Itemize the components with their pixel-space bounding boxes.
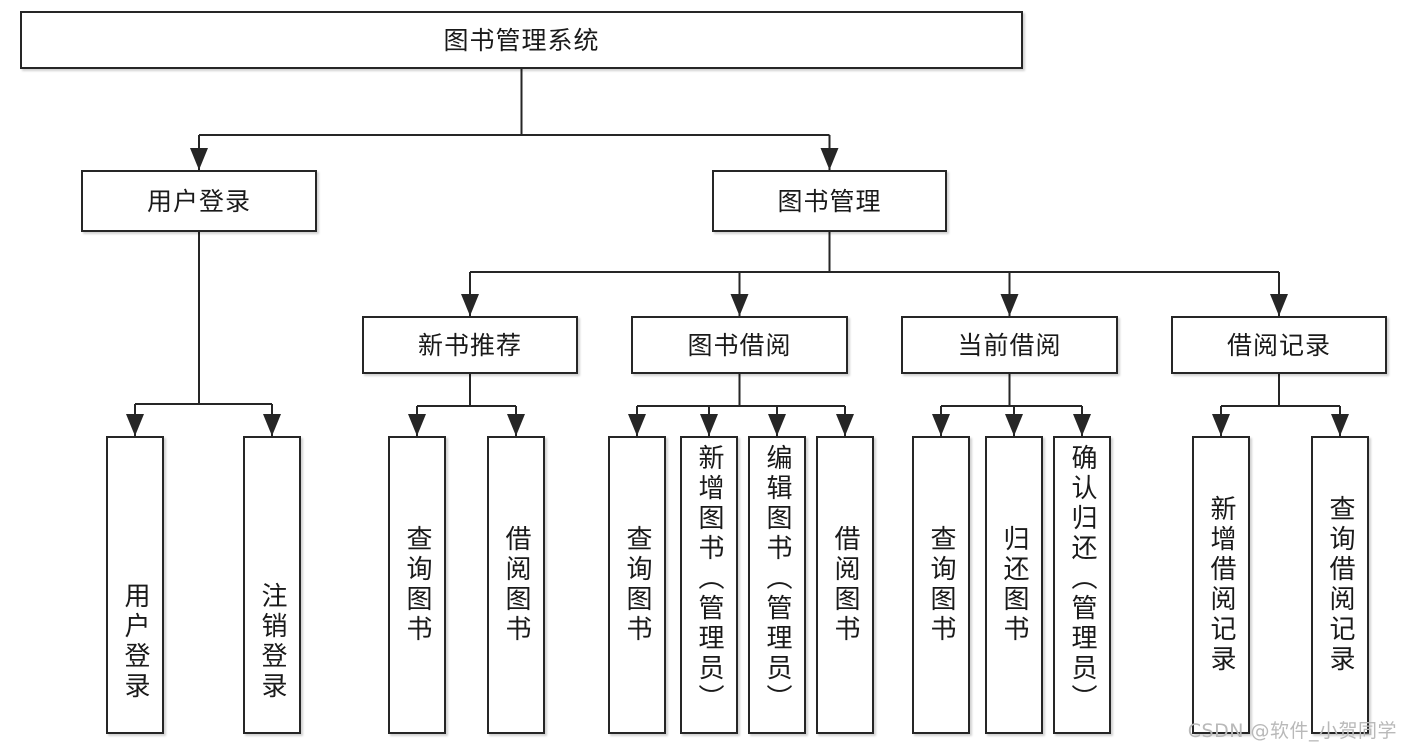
node-label: 图书借阅 [687, 330, 792, 360]
node-label: 借阅记录 [1226, 330, 1331, 360]
node-book-manage[interactable]: 图书管理 [712, 170, 947, 232]
arrow-head-leaf-br-add [1212, 414, 1230, 436]
arrow-head-leaf-user-logout [263, 414, 281, 436]
arrow-head-user-login [190, 148, 208, 170]
node-label: 用户登录 [146, 186, 251, 216]
node-label: 新书推荐 [417, 330, 522, 360]
node-leaf-bb-edit[interactable]: 编辑图书（管理员） [748, 436, 806, 734]
node-label: 借阅图书 [501, 525, 531, 645]
arrow-head-leaf-br-query [1331, 414, 1349, 436]
node-label: 查询图书 [926, 525, 956, 645]
node-label: 图书管理 [777, 186, 882, 216]
node-leaf-cb-confirm[interactable]: 确认归还（管理员） [1053, 436, 1111, 734]
node-user-login[interactable]: 用户登录 [81, 170, 317, 232]
node-label: 用户登录 [120, 582, 150, 702]
node-borrow-record[interactable]: 借阅记录 [1171, 316, 1387, 374]
node-label: 归还图书 [999, 525, 1029, 645]
node-new-book-rec[interactable]: 新书推荐 [362, 316, 578, 374]
node-leaf-bb-add[interactable]: 新增图书（管理员） [680, 436, 738, 734]
arrow-head-leaf-bb-add [700, 414, 718, 436]
arrow-head-leaf-cb-return [1005, 414, 1023, 436]
node-label: 新增图书（管理员） [694, 444, 724, 714]
arrow-head-new-book-rec [461, 294, 479, 316]
node-current-borrow[interactable]: 当前借阅 [901, 316, 1118, 374]
arrow-head-leaf-cb-confirm [1073, 414, 1091, 436]
node-leaf-bb-borrow[interactable]: 借阅图书 [816, 436, 874, 734]
arrow-head-leaf-bb-query [628, 414, 646, 436]
node-leaf-user-logout[interactable]: 注销登录 [243, 436, 301, 734]
node-label: 当前借阅 [957, 330, 1062, 360]
node-leaf-cb-query[interactable]: 查询图书 [912, 436, 970, 734]
arrow-head-leaf-bb-edit [768, 414, 786, 436]
node-leaf-nb-query[interactable]: 查询图书 [388, 436, 446, 734]
node-label: 注销登录 [257, 582, 287, 702]
node-leaf-nb-borrow[interactable]: 借阅图书 [487, 436, 545, 734]
node-root[interactable]: 图书管理系统 [20, 11, 1023, 69]
node-leaf-br-query[interactable]: 查询借阅记录 [1311, 436, 1369, 734]
arrow-head-book-borrow [730, 294, 749, 316]
arrow-head-current-borrow [1000, 294, 1019, 316]
node-label: 查询图书 [402, 525, 432, 645]
arrow-head-leaf-user-login [126, 414, 144, 436]
arrow-head-leaf-bb-borrow [836, 414, 854, 436]
node-leaf-br-add[interactable]: 新增借阅记录 [1192, 436, 1250, 734]
node-label: 新增借阅记录 [1206, 495, 1236, 675]
arrow-head-leaf-nb-borrow [507, 414, 525, 436]
arrow-head-borrow-record [1270, 294, 1288, 316]
node-label: 编辑图书（管理员） [762, 444, 792, 714]
node-label: 确认归还（管理员） [1067, 444, 1097, 714]
arrow-head-leaf-cb-query [932, 414, 950, 436]
node-book-borrow[interactable]: 图书借阅 [631, 316, 848, 374]
node-leaf-bb-query[interactable]: 查询图书 [608, 436, 666, 734]
node-label: 查询借阅记录 [1325, 495, 1355, 675]
node-leaf-user-login[interactable]: 用户登录 [106, 436, 164, 734]
node-label: 查询图书 [622, 525, 652, 645]
arrow-head-leaf-nb-query [408, 414, 426, 436]
node-leaf-cb-return[interactable]: 归还图书 [985, 436, 1043, 734]
node-label: 借阅图书 [830, 525, 860, 645]
node-label: 图书管理系统 [443, 25, 600, 55]
arrow-head-book-manage [820, 148, 839, 170]
